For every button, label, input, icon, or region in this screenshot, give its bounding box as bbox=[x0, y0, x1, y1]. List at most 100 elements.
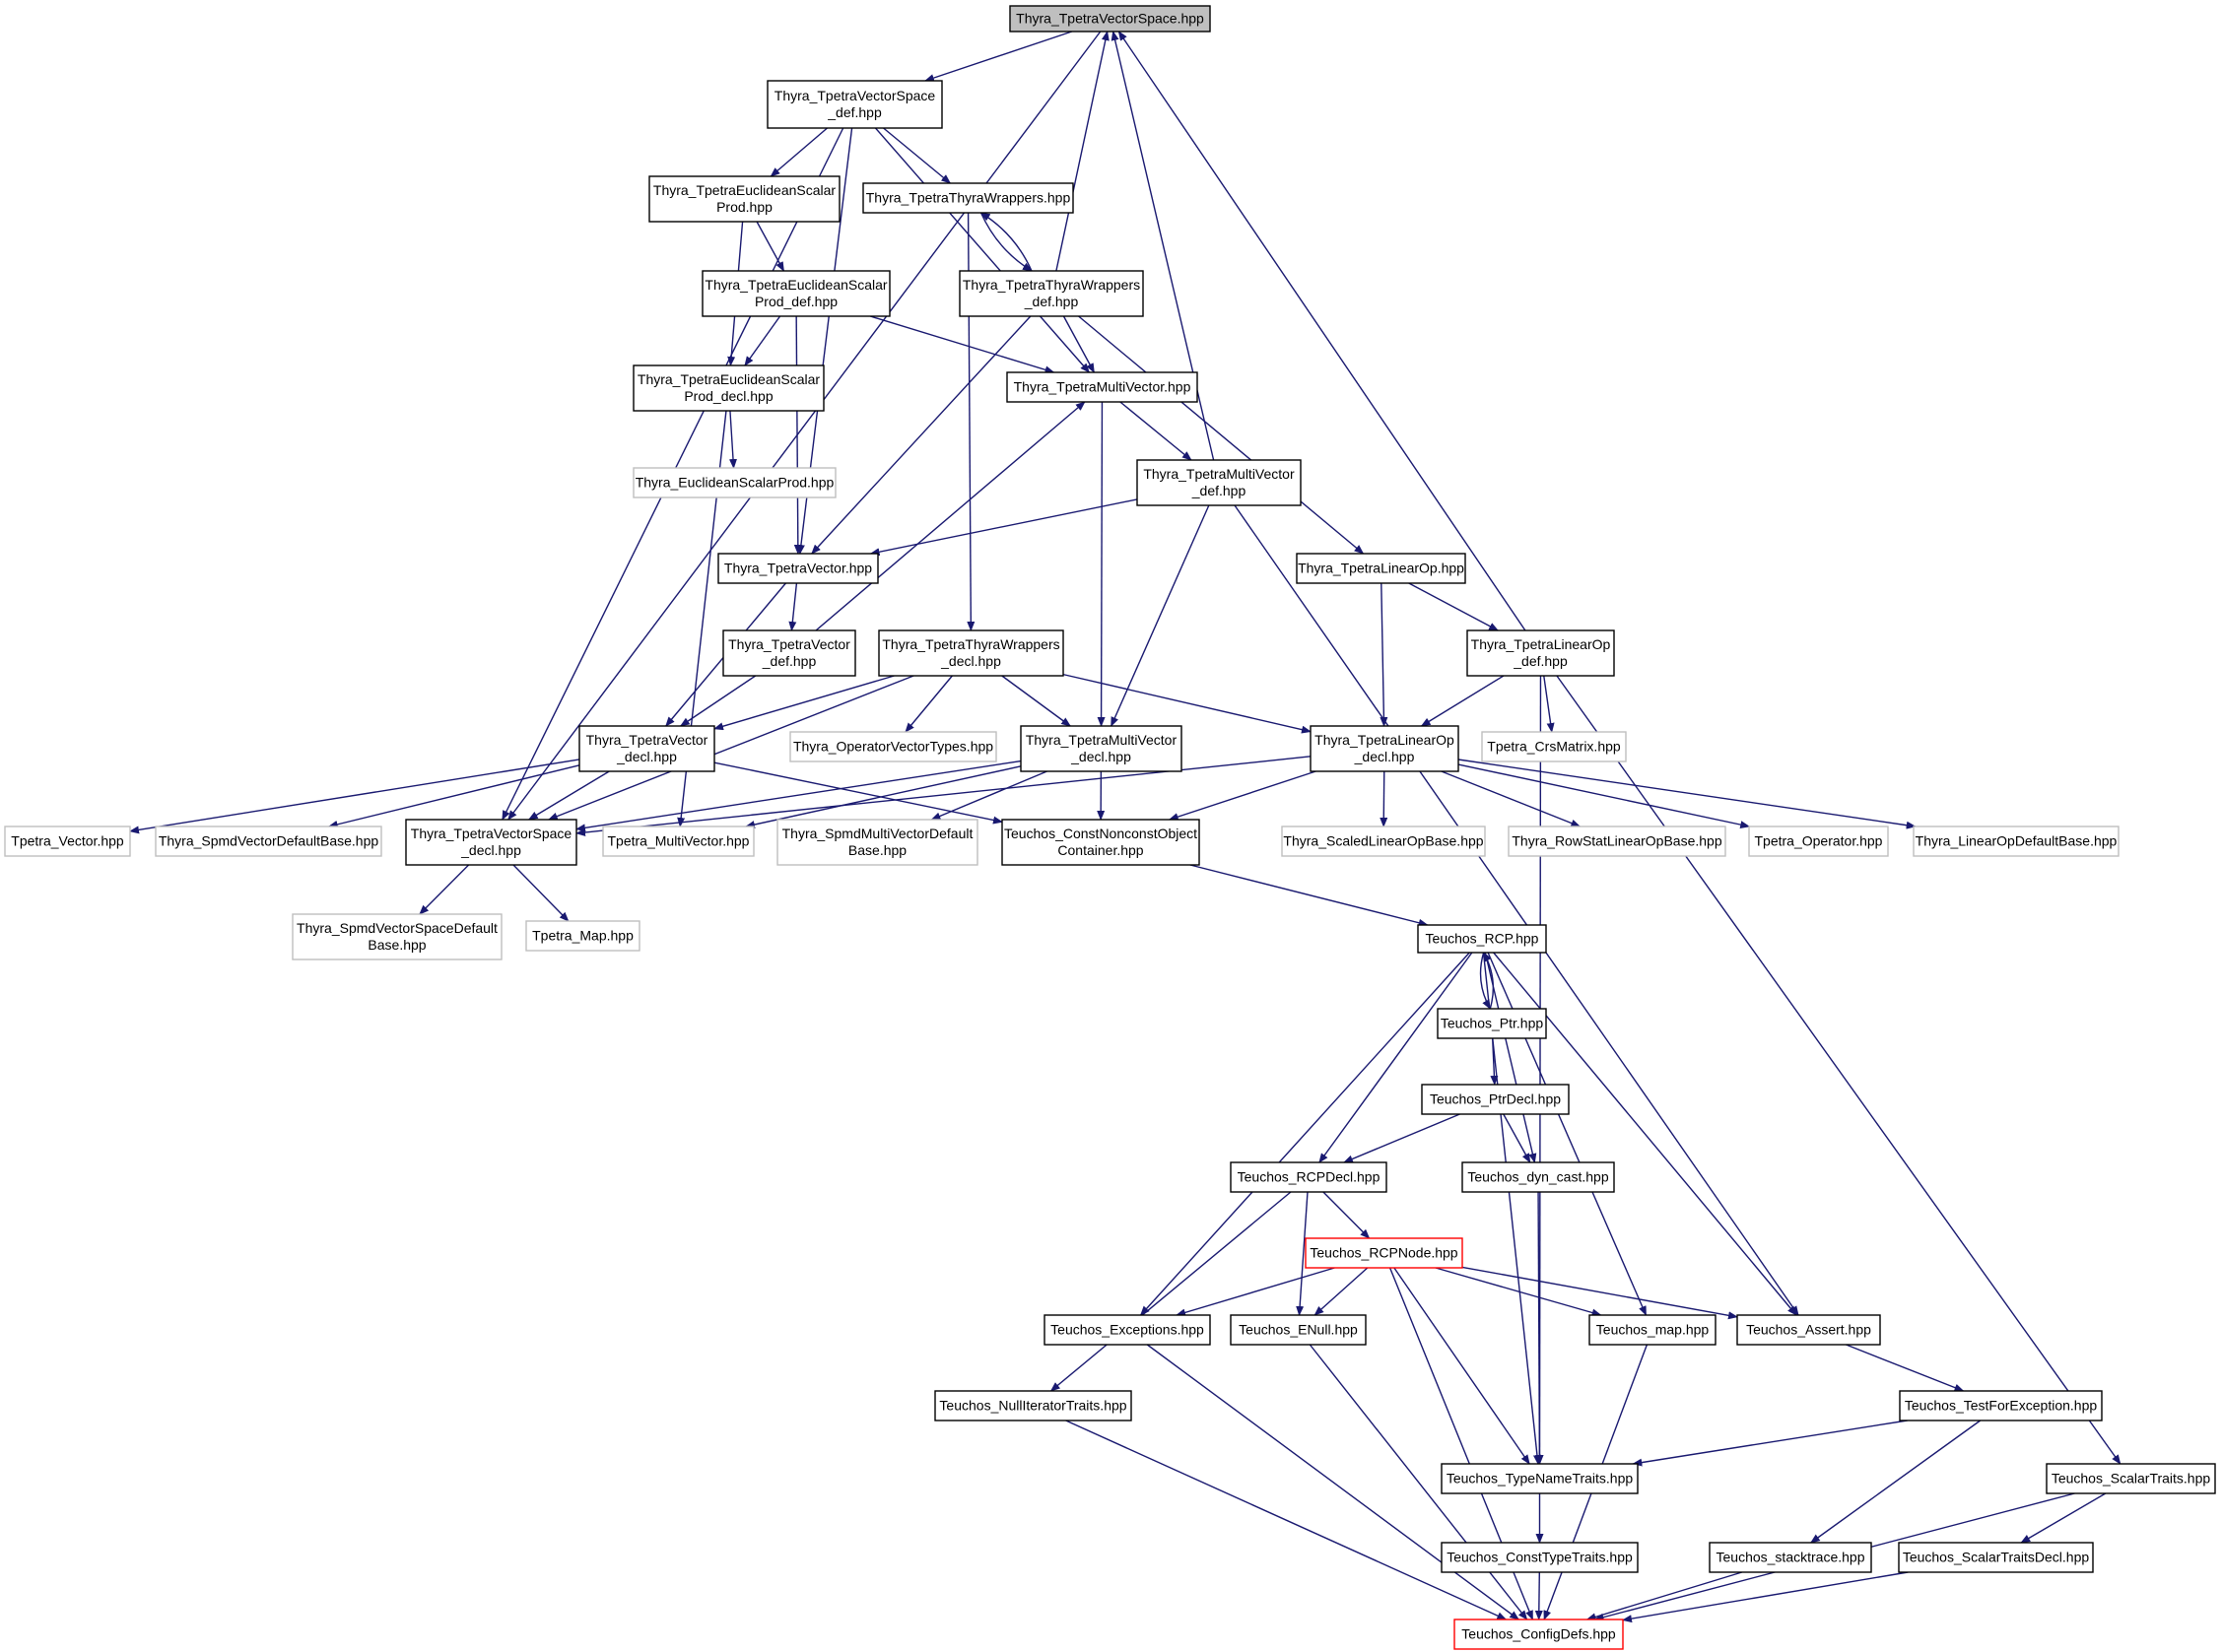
edge-n_tvs_decl-to-n_tmap bbox=[512, 864, 570, 922]
node-n_tlo_def[interactable]: Thyra_TpetraLinearOp_def.hpp bbox=[1466, 629, 1615, 677]
node-n_stack[interactable]: Teuchos_stacktrace.hpp bbox=[1709, 1542, 1872, 1573]
node-n_st[interactable]: Teuchos_ScalarTraits.hpp bbox=[2046, 1463, 2216, 1494]
node-label: Teuchos_map.hpp bbox=[1596, 1322, 1710, 1338]
node-n_tlo[interactable]: Thyra_TpetraLinearOp.hpp bbox=[1296, 553, 1466, 584]
node-n_rcpdecl[interactable]: Teuchos_RCPDecl.hpp bbox=[1230, 1161, 1387, 1193]
node-label: Teuchos_ScalarTraits.hpp bbox=[2052, 1471, 2211, 1487]
node-n_tpv[interactable]: Tpetra_Vector.hpp bbox=[4, 826, 131, 857]
node-n_tmv_decl[interactable]: Thyra_TpetraMultiVector_decl.hpp bbox=[1020, 725, 1182, 772]
node-n_esp[interactable]: Thyra_EuclideanScalarProd.hpp bbox=[633, 467, 837, 498]
edge-n_tfe-to-n_tnt bbox=[1632, 1420, 1908, 1467]
node-n_tvs_decl[interactable]: Thyra_TpetraVectorSpace_decl.hpp bbox=[405, 819, 577, 866]
node-n_top[interactable]: Tpetra_Operator.hpp bbox=[1748, 826, 1889, 857]
node-n_stdecl[interactable]: Teuchos_ScalarTraitsDecl.hpp bbox=[1898, 1542, 2094, 1573]
node-n_tpmv[interactable]: Tpetra_MultiVector.hpp bbox=[602, 826, 755, 857]
node-box bbox=[722, 629, 856, 677]
node-n_ttw_decl[interactable]: Thyra_TpetraThyraWrappers_decl.hpp bbox=[878, 629, 1064, 677]
edge-n_ptr-to-n_ptrdecl bbox=[1490, 1037, 1499, 1086]
node-box bbox=[1913, 826, 2120, 857]
node-label: _def.hpp bbox=[1513, 653, 1568, 669]
node-label: Teuchos_RCPDecl.hpp bbox=[1238, 1169, 1380, 1185]
node-label: Tpetra_Map.hpp bbox=[532, 928, 634, 944]
node-n_rcp[interactable]: Teuchos_RCP.hpp bbox=[1417, 924, 1547, 954]
node-label: Teuchos_RCPNode.hpp bbox=[1310, 1245, 1457, 1261]
node-label: Teuchos_TypeNameTraits.hpp bbox=[1447, 1471, 1634, 1487]
node-n_tvs_def[interactable]: Thyra_TpetraVectorSpace_def.hpp bbox=[767, 80, 943, 129]
node-n_enull[interactable]: Teuchos_ENull.hpp bbox=[1230, 1314, 1367, 1346]
node-label: Tpetra_CrsMatrix.hpp bbox=[1487, 739, 1621, 755]
node-box bbox=[1006, 371, 1198, 403]
node-n_rcpnode[interactable]: Teuchos_RCPNode.hpp bbox=[1305, 1237, 1463, 1269]
node-box bbox=[1001, 819, 1200, 866]
node-n_nit[interactable]: Teuchos_NullIteratorTraits.hpp bbox=[934, 1390, 1132, 1421]
edge-n_tv_decl-to-n_tpv bbox=[129, 759, 580, 834]
node-label: Base.hpp bbox=[368, 937, 426, 953]
node-box bbox=[776, 819, 978, 866]
edge-n_ptrdecl-to-n_rcpdecl bbox=[1343, 1113, 1460, 1163]
edge-n_ttw_decl-to-n_tv_decl bbox=[713, 675, 895, 731]
node-n_ttw_def[interactable]: Thyra_TpetraThyraWrappers_def.hpp bbox=[959, 270, 1144, 317]
edge-n_rcpnode-to-n_tnt bbox=[1393, 1267, 1530, 1465]
node-label: Thyra_TpetraEuclideanScalar bbox=[653, 182, 837, 198]
node-label: _decl.hpp bbox=[940, 653, 1001, 669]
node-n_tfe[interactable]: Teuchos_TestForException.hpp bbox=[1899, 1390, 2103, 1421]
node-label: Teuchos_Assert.hpp bbox=[1746, 1322, 1871, 1338]
node-n_cdefs[interactable]: Teuchos_ConfigDefs.hpp bbox=[1453, 1619, 1624, 1650]
node-n_tv_def[interactable]: Thyra_TpetraVector_def.hpp bbox=[722, 629, 856, 677]
node-label: Teuchos_ConstNonconstObject bbox=[1004, 826, 1197, 841]
node-box bbox=[862, 182, 1074, 214]
node-label: _def.hpp bbox=[762, 653, 817, 669]
edge-n_rcpnode-to-n_enull bbox=[1313, 1267, 1369, 1316]
node-n_exc[interactable]: Teuchos_Exceptions.hpp bbox=[1044, 1314, 1211, 1346]
node-n_map[interactable]: Teuchos_map.hpp bbox=[1588, 1314, 1717, 1346]
node-n_tnt[interactable]: Teuchos_TypeNameTraits.hpp bbox=[1441, 1463, 1639, 1494]
node-n_tv_decl[interactable]: Thyra_TpetraVector_decl.hpp bbox=[578, 725, 715, 772]
node-n_slob[interactable]: Thyra_ScaledLinearOpBase.hpp bbox=[1281, 826, 1486, 857]
node-n_tv[interactable]: Thyra_TpetraVector.hpp bbox=[717, 553, 879, 584]
edge-n_enull-to-n_cdefs bbox=[1309, 1344, 1528, 1620]
edge-n_tvs_def-to-n_tesp bbox=[770, 127, 828, 177]
node-label: Thyra_TpetraMultiVector bbox=[1026, 732, 1178, 748]
node-box bbox=[1230, 1161, 1387, 1193]
node-label: _decl.hpp bbox=[616, 749, 677, 764]
node-n_tmap[interactable]: Tpetra_Map.hpp bbox=[525, 920, 640, 952]
edge-n_ttw_def-to-n_tv bbox=[811, 315, 1032, 555]
node-n_ptr[interactable]: Teuchos_Ptr.hpp bbox=[1437, 1008, 1547, 1039]
node-box bbox=[292, 913, 503, 960]
node-box bbox=[767, 80, 943, 129]
edge-n_rcpnode-to-n_exc bbox=[1176, 1267, 1335, 1317]
node-n_tmv_def[interactable]: Thyra_TpetraMultiVector_def.hpp bbox=[1136, 459, 1302, 506]
node-n_ovt[interactable]: Thyra_OperatorVectorTypes.hpp bbox=[789, 731, 997, 762]
node-n_dyn[interactable]: Teuchos_dyn_cast.hpp bbox=[1461, 1161, 1615, 1193]
node-n_tlo_decl[interactable]: Thyra_TpetraLinearOp_decl.hpp bbox=[1310, 725, 1459, 772]
node-n_rslob[interactable]: Thyra_RowStatLinearOpBase.hpp bbox=[1508, 826, 1726, 857]
node-label: Thyra_TpetraLinearOp.hpp bbox=[1298, 561, 1464, 576]
node-box bbox=[633, 364, 825, 412]
node-n_ctt[interactable]: Teuchos_ConstTypeTraits.hpp bbox=[1441, 1542, 1639, 1573]
node-n_tmv[interactable]: Thyra_TpetraMultiVector.hpp bbox=[1006, 371, 1198, 403]
node-label: Thyra_TpetraLinearOp bbox=[1471, 636, 1611, 652]
node-n_tvs[interactable]: Thyra_TpetraVectorSpace.hpp bbox=[1009, 5, 1211, 33]
node-label: Thyra_LinearOpDefaultBase.hpp bbox=[1916, 833, 2118, 849]
node-n_crs[interactable]: Tpetra_CrsMatrix.hpp bbox=[1481, 731, 1627, 762]
node-n_lodb[interactable]: Thyra_LinearOpDefaultBase.hpp bbox=[1913, 826, 2120, 857]
node-n_ttw[interactable]: Thyra_TpetraThyraWrappers.hpp bbox=[862, 182, 1074, 214]
node-box bbox=[1588, 1314, 1717, 1346]
node-n_assert[interactable]: Teuchos_Assert.hpp bbox=[1736, 1314, 1881, 1346]
edge-n_tlo_def-to-n_tnt bbox=[1535, 675, 1544, 1465]
node-label: _def.hpp bbox=[1191, 483, 1246, 498]
node-label: Thyra_TpetraMultiVector bbox=[1143, 466, 1295, 482]
edge-n_tesp_def-to-n_tmv bbox=[869, 315, 1055, 374]
node-n_svdb[interactable]: Thyra_SpmdVectorDefaultBase.hpp bbox=[155, 826, 382, 857]
node-box bbox=[1417, 924, 1547, 954]
node-n_ptrdecl[interactable]: Teuchos_PtrDecl.hpp bbox=[1421, 1084, 1570, 1115]
node-box bbox=[959, 270, 1144, 317]
edge-n_stdecl-to-n_cdefs bbox=[1622, 1571, 1909, 1623]
